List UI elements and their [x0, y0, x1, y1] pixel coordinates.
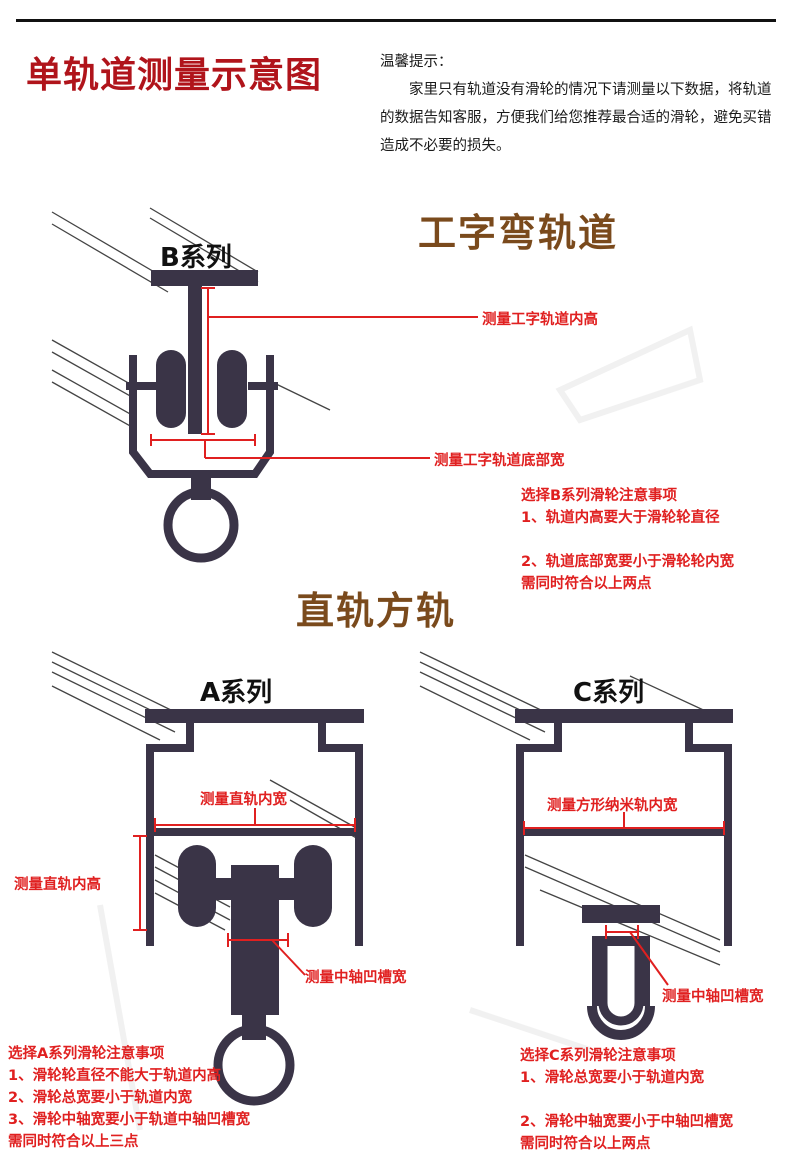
b-notes-item-1: 1、轨道内高要大于滑轮轮直径: [521, 510, 720, 526]
b-series-measure-lines: [150, 287, 478, 459]
c-notes-heading: 选择C系列滑轮注意事项: [520, 1048, 676, 1064]
a-measure-inner-height-label: 测量直轨内高: [14, 877, 101, 893]
b-series-hanger: [163, 474, 239, 563]
b-notes-heading: 选择B系列滑轮注意事项: [521, 488, 678, 504]
a-notes-footer: 需同时符合以上三点: [8, 1134, 139, 1150]
a-notes-item-3: 3、滑轮中轴宽要小于轨道中轴凹槽宽: [8, 1112, 251, 1128]
watermark: [97, 325, 704, 1131]
a-series-rail-profile: [145, 709, 364, 946]
b-series-wheels: [156, 350, 247, 428]
tip-box: 温馨提示： 家里只有轨道没有滑轮的情况下请测量以下数据，将轨道的数据告知客服，方…: [380, 48, 775, 160]
a-measure-inner-width-label: 测量直轨内宽: [200, 792, 287, 808]
a-series-measure-lines: [133, 808, 356, 976]
a-notes-item-1: 1、滑轮轮直径不能大于轨道内高: [8, 1068, 222, 1084]
c-notes-item-2: 2、滑轮中轴宽要小于中轴凹槽宽: [520, 1114, 734, 1130]
a-series-rail-perspective: [51, 651, 361, 931]
b-series-i-beam: [151, 270, 258, 434]
a-measure-axle-groove-label: 测量中轴凹槽宽: [305, 970, 407, 986]
a-notes-heading: 选择A系列滑轮注意事项: [8, 1046, 165, 1062]
c-series-slider: [582, 905, 660, 1040]
c-series-measure-lines: [523, 812, 725, 986]
b-notes-item-2: 2、轨道底部宽要小于滑轮轮内宽: [521, 554, 735, 570]
b-measure-inner-height-label: 测量工字轨道内高: [482, 312, 598, 328]
page-title: 单轨道测量示意图: [26, 54, 323, 96]
section-title-i-beam: 工字弯轨道: [418, 211, 619, 255]
c-series-label: C系列: [573, 678, 645, 708]
c-series-rail-profile: [515, 709, 733, 946]
c-measure-axle-groove-label: 测量中轴凹槽宽: [662, 989, 764, 1005]
a-series-notes: 选择A系列滑轮注意事项 1、滑轮轮直径不能大于轨道内高 2、滑轮总宽要小于轨道内…: [8, 1043, 250, 1153]
b-series-notes: 选择B系列滑轮注意事项 1、轨道内高要大于滑轮轮直径 2、轨道底部宽要小于滑轮轮…: [521, 485, 734, 595]
c-series-notes: 选择C系列滑轮注意事项 1、滑轮总宽要小于轨道内宽 2、滑轮中轴宽要小于中轴凹槽…: [520, 1045, 733, 1155]
a-series-label: A系列: [200, 678, 273, 708]
b-notes-footer: 需同时符合以上两点: [521, 576, 652, 592]
c-measure-inner-width-label: 测量方形纳米轨内宽: [547, 798, 678, 814]
a-notes-item-2: 2、滑轮总宽要小于轨道内宽: [8, 1090, 193, 1106]
b-measure-bottom-width-label: 测量工字轨道底部宽: [434, 453, 565, 469]
section-title-straight: 直轨方轨: [296, 589, 457, 633]
b-series-label: B系列: [160, 243, 232, 273]
tip-heading: 温馨提示：: [380, 54, 453, 70]
b-series-rail-perspective: [51, 207, 331, 428]
c-notes-item-1: 1、滑轮总宽要小于轨道内宽: [520, 1070, 705, 1086]
top-rule: [16, 19, 776, 22]
c-notes-footer: 需同时符合以上两点: [520, 1136, 651, 1152]
tip-body: 家里只有轨道没有滑轮的情况下请测量以下数据，将轨道的数据告知客服，方便我们给您推…: [380, 82, 772, 154]
